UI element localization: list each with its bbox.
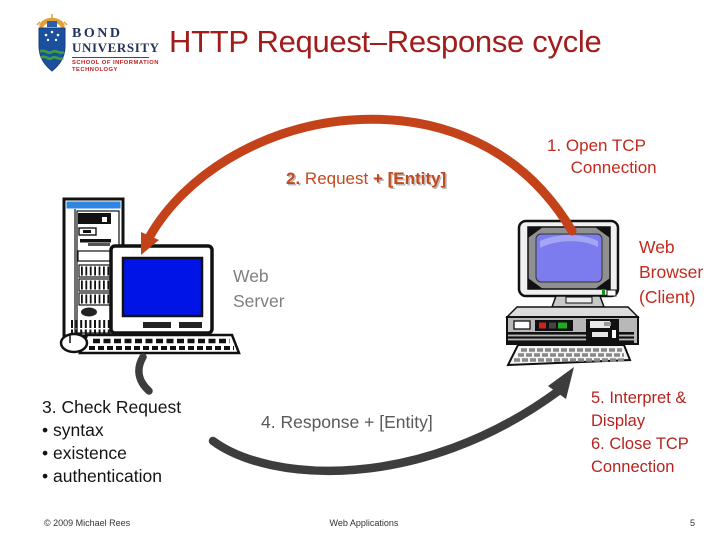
label-step3-check-request: 3. Check Request • syntax • existence • … <box>42 397 182 487</box>
footer-course-title: Web Applications <box>329 518 399 528</box>
label-web-browser-client: Web Browser (Client) <box>639 237 704 307</box>
response-arrow <box>208 367 574 475</box>
step2-number: 2. <box>286 169 301 188</box>
step2-entity: + [Entity] <box>372 169 447 188</box>
step2-text: Request <box>300 169 373 188</box>
bond-university-logo: BOND UNIVERSITY SCHOOL OF INFORMATION TE… <box>36 12 160 74</box>
label-step2-request: 2. Request + [Entity] <box>286 169 446 189</box>
response-arrowhead <box>548 367 574 399</box>
label-step4-response: 4. Response + [Entity] <box>261 412 433 432</box>
server-callout-stroke <box>135 353 153 395</box>
logo-school-line1: SCHOOL OF INFORMATION <box>72 59 159 66</box>
footer-copyright: © 2009 Michael Rees <box>44 518 131 528</box>
request-arrowhead <box>141 232 159 255</box>
request-arrow <box>141 114 577 255</box>
label-step5-6-interpret-close: 5. Interpret & Display 6. Close TCP Conn… <box>591 389 689 477</box>
logo-school-line2: TECHNOLOGY <box>72 66 118 73</box>
logo-name-line1: BOND <box>72 26 123 41</box>
slide-title: HTTP Request–Response cycle <box>169 24 602 59</box>
web-server-icon <box>59 197 241 355</box>
logo-divider <box>72 56 149 58</box>
label-web-server: Web Server <box>233 266 285 311</box>
logo-name-line2: UNIVERSITY <box>72 40 160 55</box>
label-step1-open-tcp: 1. Open TCP Connection <box>547 136 657 177</box>
client-computer-icon <box>505 219 640 367</box>
footer-page-number: 5 <box>689 518 695 528</box>
university-crest-icon <box>36 14 68 72</box>
